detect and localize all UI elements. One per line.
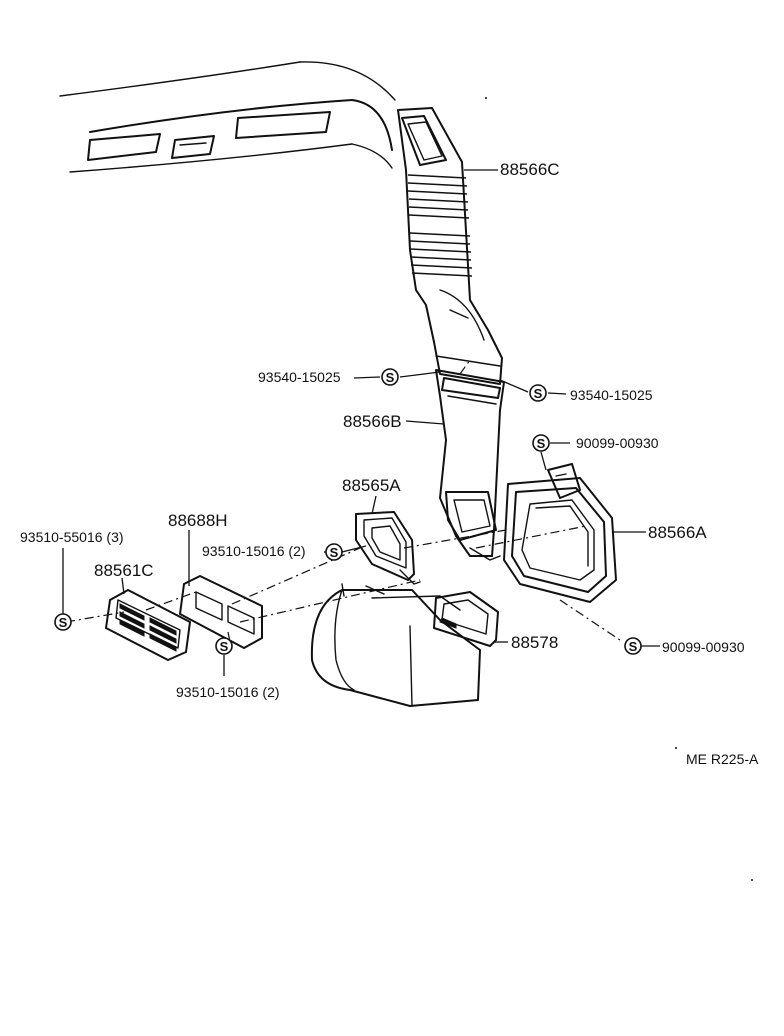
label-93510-55016: 93510-55016 (3) [20,529,124,545]
svg-text:S: S [386,370,395,385]
label-90099-00930-top: 90099-00930 [576,435,659,451]
duct-88566B [435,369,505,561]
svg-text:S: S [330,545,339,560]
duct-88566C [397,107,503,385]
label-90099-00930-bottom: 90099-00930 [662,639,745,655]
label-88565A: 88565A [342,476,401,495]
label-93540-15025-left: 93540-15025 [258,369,341,385]
svg-text:S: S [220,639,229,654]
label-88566B: 88566B [343,412,402,431]
gasket-88688H [179,575,263,649]
frame-88565A [355,511,421,585]
label-93510-15016-bottom: 93510-15016 (2) [176,684,280,700]
svg-text:S: S [59,615,68,630]
svg-text:S: S [629,639,638,654]
clip-symbol-90099-top: S [532,434,550,452]
svg-text:S: S [534,386,543,401]
svg-text:S: S [537,436,546,451]
screw-symbol-93540-left: S [381,368,399,386]
label-93540-15025-right: 93540-15025 [570,387,653,403]
screw-symbol-93510-mid: S [325,543,343,561]
label-88688H: 88688H [168,511,228,530]
diagram-reference-code: ME R225-A [686,751,759,767]
label-93510-15016-mid: 93510-15016 (2) [202,543,306,559]
label-88561C: 88561C [94,561,154,580]
label-88566A: 88566A [648,523,707,542]
label-88578: 88578 [511,633,559,652]
frame-88566A [503,463,617,603]
screw-symbol-93510-55016: S [54,613,72,631]
label-88566C: 88566C [500,160,560,179]
register-88561C [105,589,191,661]
screw-symbol-93540-right: S [529,384,547,402]
gasket-88578 [433,591,499,647]
screw-symbol-93510-bottom: S [215,637,233,655]
clip-symbol-90099-bottom: S [624,637,642,655]
roof-panel [59,61,396,173]
